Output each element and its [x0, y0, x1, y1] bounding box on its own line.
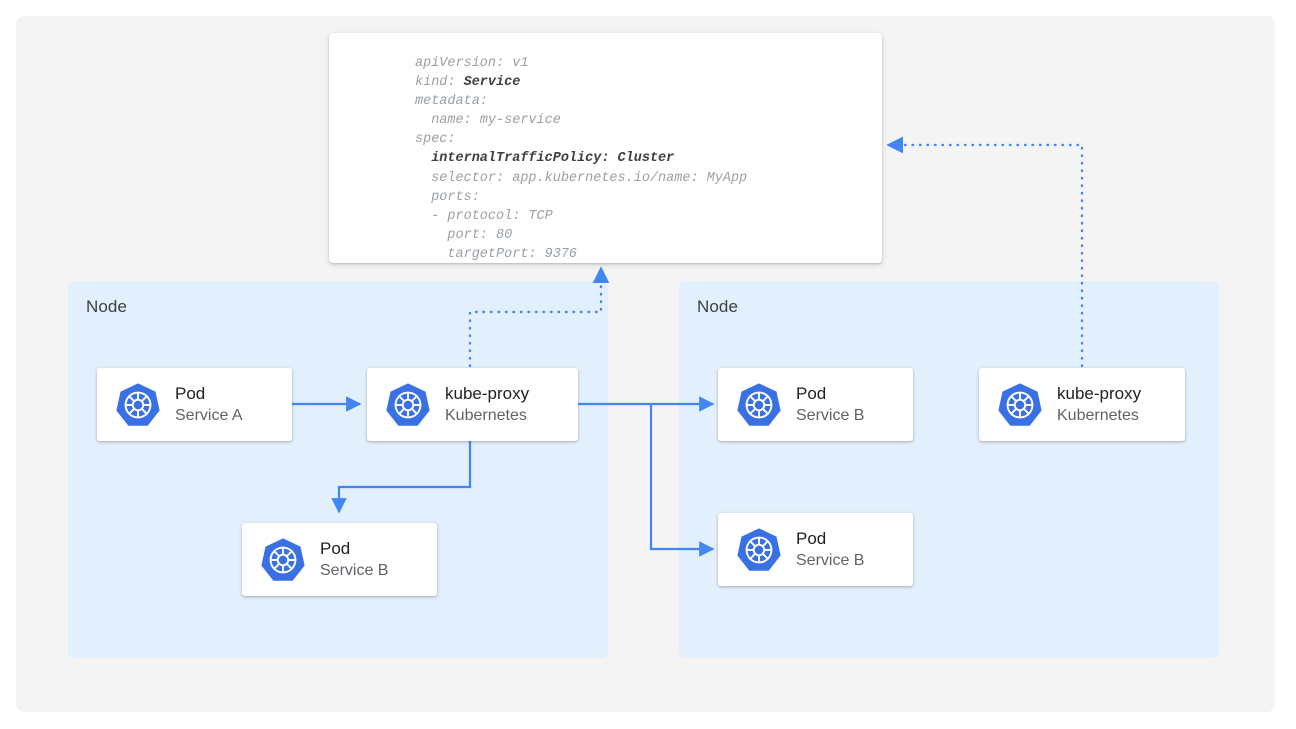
node-group-right	[679, 281, 1219, 658]
kubernetes-logo-icon	[261, 537, 305, 581]
card-text: Pod Service A	[175, 383, 292, 426]
kubernetes-logo-icon	[737, 382, 781, 426]
card-title: Pod	[796, 529, 827, 548]
card-title: Pod	[175, 384, 206, 403]
card-subtitle: Kubernetes	[1057, 407, 1139, 424]
node-label-left: Node	[86, 297, 128, 316]
card-subtitle: Service A	[175, 407, 243, 424]
card-text: kube-proxy Kubernetes	[445, 383, 578, 426]
node-label-right: Node	[697, 297, 739, 316]
card-pod-service-b-right-bottom[interactable]: Pod Service B	[718, 513, 913, 586]
kubernetes-logo-icon	[737, 527, 781, 571]
card-pod-service-b-right-top[interactable]: Pod Service B	[718, 368, 913, 441]
card-subtitle: Kubernetes	[445, 407, 527, 424]
card-subtitle: Service B	[796, 407, 865, 424]
card-pod-service-b-left[interactable]: Pod Service B	[242, 523, 437, 596]
card-subtitle: Service B	[796, 552, 865, 569]
kubernetes-logo-icon	[998, 382, 1042, 426]
card-text: kube-proxy Kubernetes	[1057, 383, 1185, 426]
service-manifest-panel: apiVersion: v1 kind: Service metadata: n…	[329, 33, 882, 263]
card-title: kube-proxy	[445, 384, 530, 403]
card-subtitle: Service B	[320, 562, 389, 579]
card-title: Pod	[796, 384, 827, 403]
card-kube-proxy-right[interactable]: kube-proxy Kubernetes	[979, 368, 1185, 441]
card-pod-service-a[interactable]: Pod Service A	[97, 368, 292, 441]
card-text: Pod Service B	[320, 538, 437, 581]
node-group-left	[68, 281, 608, 658]
card-title: Pod	[320, 539, 351, 558]
card-title: kube-proxy	[1057, 384, 1142, 403]
service-manifest-code: apiVersion: v1 kind: Service metadata: n…	[415, 56, 748, 262]
card-text: Pod Service B	[796, 383, 913, 426]
card-text: Pod Service B	[796, 528, 913, 571]
card-kube-proxy-left[interactable]: kube-proxy Kubernetes	[367, 368, 578, 441]
kubernetes-logo-icon	[116, 382, 160, 426]
kubernetes-logo-icon	[386, 382, 430, 426]
